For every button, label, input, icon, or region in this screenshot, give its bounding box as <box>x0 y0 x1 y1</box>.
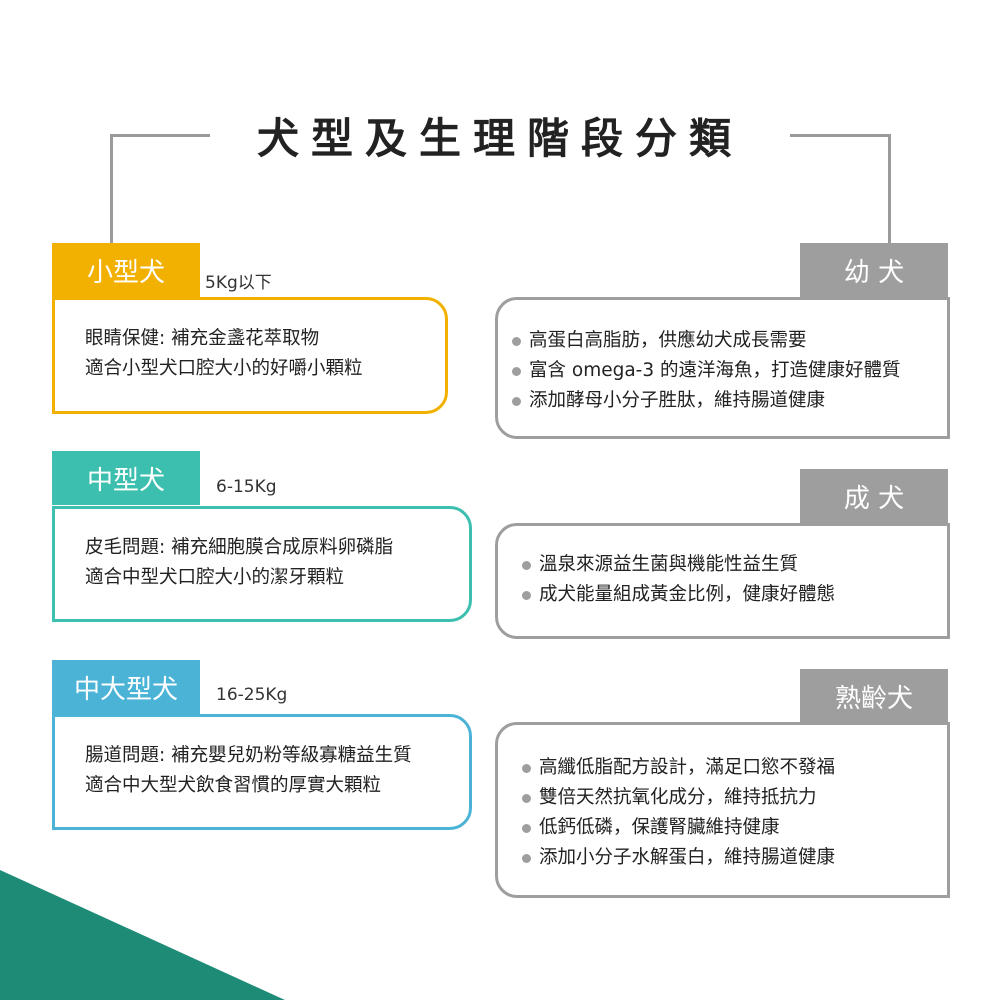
list-item: 成犬能量組成黃金比例，健康好體態 <box>522 580 947 610</box>
size-weight-large: 16-25Kg <box>216 685 288 705</box>
item-text: 低鈣低磷，保護腎臟維持健康 <box>539 817 780 838</box>
item-text: 高纖低脂配方設計，滿足口慾不發福 <box>539 757 836 778</box>
stage-tab-senior: 熟齡犬 <box>800 669 948 723</box>
stage-tab-puppy: 幼 犬 <box>800 243 948 297</box>
bullet-icon <box>522 793 531 803</box>
page-title: 犬型及生理階段分類 <box>0 105 1000 166</box>
list-item: 溫泉來源益生菌與機能性益生質 <box>522 550 947 580</box>
bullet-icon <box>522 853 531 863</box>
card-line: 適合小型犬口腔大小的好嚼小顆粒 <box>85 358 363 379</box>
list-item: 低鈣低磷，保護腎臟維持健康 <box>522 813 947 843</box>
list-item: 添加酵母小分子胜肽，維持腸道健康 <box>512 386 947 416</box>
title-text: 犬型及生理階段分類 <box>246 114 753 163</box>
size-tab-large: 中大型犬 <box>52 660 200 714</box>
bullet-icon <box>512 336 521 346</box>
stage-tab-adult: 成 犬 <box>800 469 948 523</box>
decorative-corner-triangle <box>0 870 285 1000</box>
card-line: 眼睛保健: 補充金盞花萃取物 <box>85 328 320 349</box>
list-item: 雙倍天然抗氧化成分，維持抵抗力 <box>522 783 947 813</box>
bullet-icon <box>522 763 531 773</box>
item-text: 溫泉來源益生菌與機能性益生質 <box>539 554 799 575</box>
list-item: 添加小分子水解蛋白，維持腸道健康 <box>522 843 947 873</box>
connector-line-right-v <box>888 134 891 244</box>
list-item: 富含 omega-3 的遠洋海魚，打造健康好體質 <box>512 356 947 386</box>
item-text: 高蛋白高脂肪，供應幼犬成長需要 <box>529 330 807 351</box>
size-weight-medium: 6-15Kg <box>216 477 277 497</box>
card-line: 適合中型犬口腔大小的潔牙顆粒 <box>85 567 345 588</box>
item-text: 成犬能量組成黃金比例，健康好體態 <box>539 584 836 605</box>
size-tab-medium: 中型犬 <box>52 451 200 505</box>
connector-line-left <box>110 134 210 137</box>
card-line: 腸道問題: 補充嬰兒奶粉等級寡糖益生質 <box>85 745 412 766</box>
item-text: 雙倍天然抗氧化成分，維持抵抗力 <box>539 787 817 808</box>
connector-line-right <box>790 134 891 137</box>
card-line: 皮毛問題: 補充細胞膜合成原料卵磷脂 <box>85 537 394 558</box>
item-text: 富含 omega-3 的遠洋海魚，打造健康好體質 <box>529 360 901 381</box>
bullet-icon <box>522 560 531 570</box>
stage-card-puppy: 高蛋白高脂肪，供應幼犬成長需要 富含 omega-3 的遠洋海魚，打造健康好體質… <box>495 297 950 439</box>
stage-card-senior: 高纖低脂配方設計，滿足口慾不發福 雙倍天然抗氧化成分，維持抵抗力 低鈣低磷，保護… <box>495 722 950 898</box>
size-card-medium: 皮毛問題: 補充細胞膜合成原料卵磷脂 適合中型犬口腔大小的潔牙顆粒 <box>52 506 472 622</box>
connector-line-left-v <box>110 134 113 244</box>
bullet-icon <box>512 366 521 376</box>
card-line: 適合中大型犬飲食習慣的厚實大顆粒 <box>85 775 382 796</box>
size-card-large: 腸道問題: 補充嬰兒奶粉等級寡糖益生質 適合中大型犬飲食習慣的厚實大顆粒 <box>52 714 472 830</box>
bullet-icon <box>522 823 531 833</box>
item-text: 添加小分子水解蛋白，維持腸道健康 <box>539 847 836 868</box>
size-card-small: 眼睛保健: 補充金盞花萃取物 適合小型犬口腔大小的好嚼小顆粒 <box>52 297 448 414</box>
item-text: 添加酵母小分子胜肽，維持腸道健康 <box>529 390 826 411</box>
bullet-icon <box>522 590 531 600</box>
bullet-icon <box>512 396 521 406</box>
size-tab-small: 小型犬 <box>52 243 200 297</box>
list-item: 高纖低脂配方設計，滿足口慾不發福 <box>522 753 947 783</box>
list-item: 高蛋白高脂肪，供應幼犬成長需要 <box>512 326 947 356</box>
stage-card-adult: 溫泉來源益生菌與機能性益生質 成犬能量組成黃金比例，健康好體態 <box>495 523 950 639</box>
size-weight-small: 5Kg以下 <box>205 273 272 293</box>
